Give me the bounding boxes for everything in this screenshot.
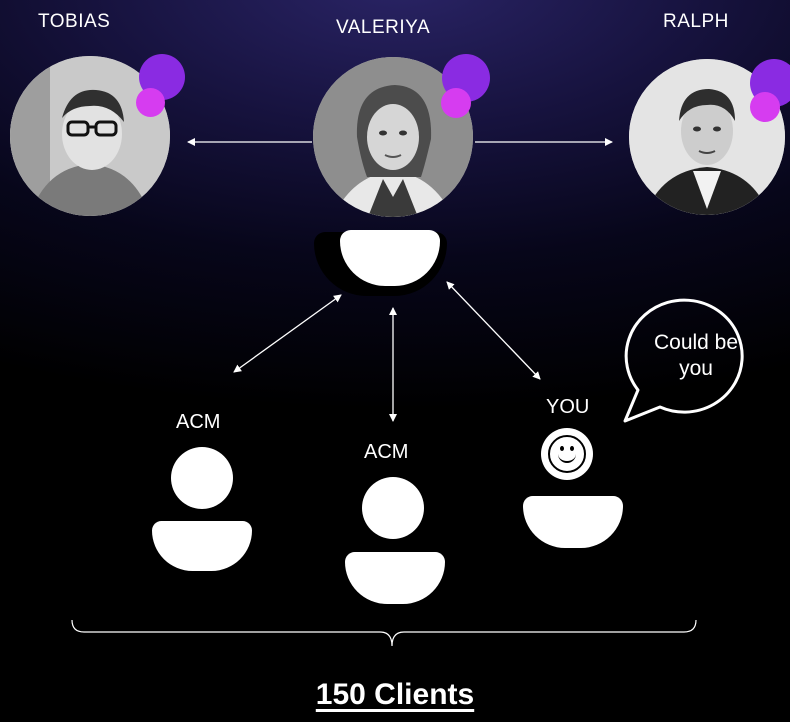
person-head-acm-middle: [362, 477, 424, 539]
arrow-valeriya-you: [446, 281, 541, 380]
person-body-you: [523, 496, 623, 548]
name-tobias: TOBIAS: [38, 11, 111, 32]
person-body-acm-left: [152, 521, 252, 571]
clients-total-label: 150 Clients: [315, 678, 475, 711]
clients-brace: [71, 619, 697, 647]
label-you: YOU: [546, 396, 590, 418]
label-acm-middle: ACM: [364, 441, 409, 463]
label-acm-left: ACM: [176, 411, 221, 433]
person-head-acm-left: [171, 447, 233, 509]
accent-dot-small: [441, 88, 471, 118]
smiley-icon: [541, 428, 593, 480]
speech-bubble: [623, 298, 744, 423]
clients-total: 150 Clients: [0, 678, 790, 712]
name-valeriya: VALERIYA: [336, 17, 431, 38]
person-body-acm-middle: [345, 552, 445, 604]
name-ralph: RALPH: [663, 11, 729, 32]
avatar-ralph: [629, 59, 785, 215]
accent-dot-small: [136, 88, 165, 117]
arrow-valeriya-acm-left: [233, 294, 342, 373]
accent-dot-small: [750, 92, 780, 122]
speech-bubble-text: Could be you: [653, 331, 739, 380]
